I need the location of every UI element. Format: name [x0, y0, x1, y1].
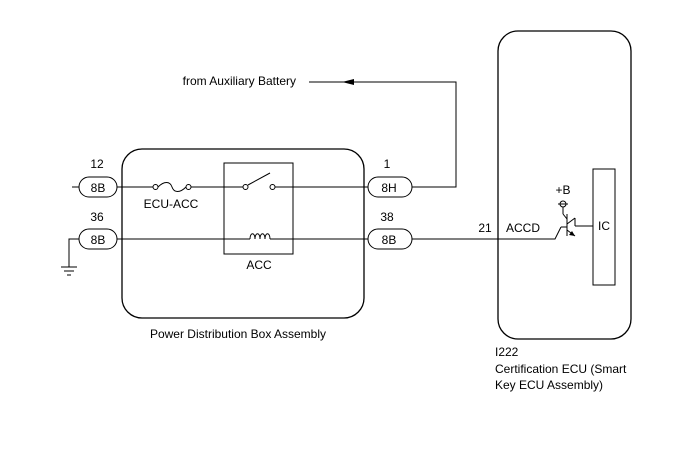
right-top-connector — [367, 176, 413, 198]
pdb-box — [121, 148, 365, 319]
ecu-box — [497, 30, 632, 340]
pdb-name: Power Distribution Box Assembly — [150, 327, 326, 341]
transistor-icon — [561, 213, 576, 237]
fuse-icon — [152, 182, 192, 192]
ic-label: IC — [598, 219, 610, 233]
left-top-connector-id: 8B — [91, 181, 106, 195]
feed-wire — [309, 81, 457, 188]
feed-label: from Auxiliary Battery — [183, 74, 296, 88]
ic-box — [592, 168, 616, 286]
left-bottom-pin: 36 — [90, 210, 104, 224]
left-top-pin: 12 — [90, 157, 104, 171]
relay-coil-icon — [249, 233, 271, 240]
accd-wire — [412, 226, 562, 240]
left-bottom-connector-id: 8B — [91, 233, 106, 247]
supply-label: +B — [555, 183, 570, 197]
ecu-code: I222 — [495, 345, 519, 359]
relay-box — [223, 162, 294, 255]
ecu-signal: ACCD — [506, 221, 540, 235]
ecu-pin: 21 — [478, 221, 492, 235]
relay-label: ACC — [246, 258, 272, 272]
relay-switch-icon — [242, 172, 276, 190]
ecu-name-line2: Key ECU Assembly) — [495, 378, 603, 392]
ecu-name-line1: Certification ECU (Smart — [495, 362, 627, 376]
right-top-connector-id: 8H — [381, 181, 396, 195]
right-bottom-pin: 38 — [380, 210, 394, 224]
ground-icon — [61, 266, 77, 276]
right-bottom-connector-id: 8B — [382, 233, 397, 247]
feed-arrow-icon — [342, 79, 354, 85]
ground-wire — [68, 238, 79, 267]
right-top-pin: 1 — [384, 157, 391, 171]
fuse-label: ECU-ACC — [144, 197, 199, 211]
